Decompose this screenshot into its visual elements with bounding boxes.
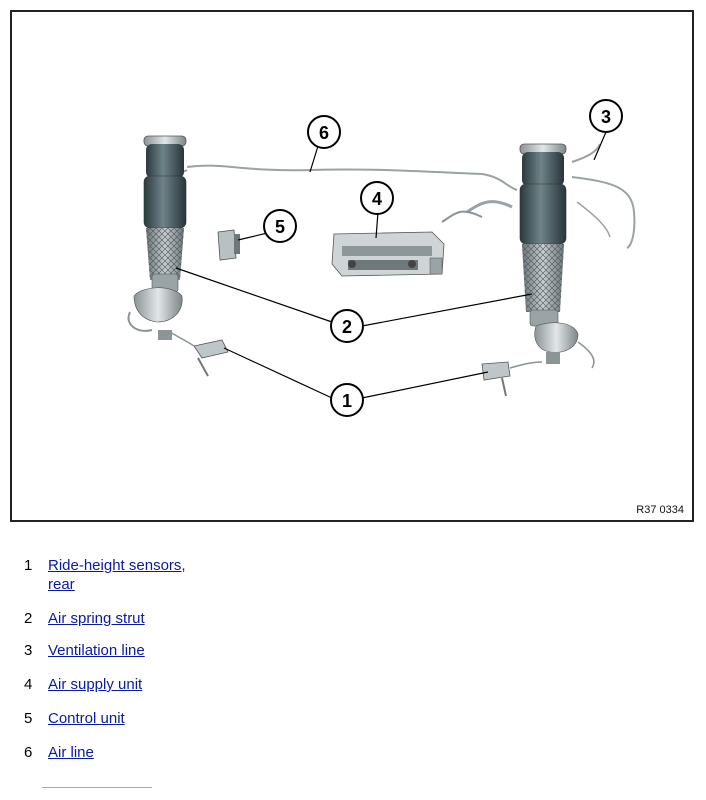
diagram-figure: 6 3 4 5 2 1 R37 0334 bbox=[10, 10, 694, 522]
legend-label-continued: rear bbox=[48, 576, 75, 593]
legend-item-2: 2 Air spring strut bbox=[24, 609, 145, 628]
legend-number: 6 bbox=[24, 744, 33, 761]
ride-height-sensor-right bbox=[481, 361, 543, 397]
svg-text:3: 3 bbox=[601, 107, 611, 127]
callout-4: 4 bbox=[360, 181, 394, 215]
legend-item-1: 1 Ride-height sensors, rear bbox=[24, 556, 186, 594]
legend-link-air-line[interactable]: Air line bbox=[48, 744, 94, 761]
bottom-divider bbox=[42, 787, 152, 788]
legend-link-ventilation-line[interactable]: Ventilation line bbox=[48, 642, 145, 659]
diagram-illustration: 6 3 4 5 2 1 bbox=[127, 99, 636, 417]
legend-item-4: 4 Air supply unit bbox=[24, 675, 142, 694]
air-spring-strut-right bbox=[519, 143, 595, 369]
legend-link-ride-height-sensors[interactable]: Ride-height sensors, rear bbox=[48, 556, 186, 594]
legend-number: 1 bbox=[24, 557, 33, 574]
callout-5: 5 bbox=[263, 209, 297, 243]
svg-text:1: 1 bbox=[342, 391, 352, 411]
leader-lines bbox=[175, 131, 607, 399]
figure-code: R37 0334 bbox=[636, 504, 684, 516]
svg-text:6: 6 bbox=[319, 123, 329, 143]
ventilation-line bbox=[571, 176, 636, 249]
legend-number: 5 bbox=[24, 710, 33, 727]
legend-item-3: 3 Ventilation line bbox=[24, 641, 145, 660]
svg-text:2: 2 bbox=[342, 317, 352, 337]
legend-link-air-supply-unit[interactable]: Air supply unit bbox=[48, 676, 143, 693]
air-spring-strut-left bbox=[127, 135, 187, 340]
svg-text:5: 5 bbox=[275, 217, 285, 237]
callout-1: 1 bbox=[330, 383, 364, 417]
ride-height-sensor-left bbox=[169, 331, 229, 377]
air-line bbox=[186, 164, 518, 191]
callout-2: 2 bbox=[330, 309, 364, 343]
callout-6: 6 bbox=[307, 115, 341, 149]
air-supply-unit bbox=[331, 231, 445, 277]
legend-item-5: 5 Control unit bbox=[24, 709, 125, 728]
svg-text:4: 4 bbox=[372, 189, 382, 209]
legend-label: Ride-height sensors, bbox=[48, 557, 186, 574]
callout-3: 3 bbox=[589, 99, 623, 133]
legend-number: 3 bbox=[24, 642, 33, 659]
legend-link-control-unit[interactable]: Control unit bbox=[48, 710, 125, 727]
legend-number: 2 bbox=[24, 610, 33, 627]
legend-number: 4 bbox=[24, 676, 33, 693]
legend-item-6: 6 Air line bbox=[24, 743, 94, 762]
legend-link-air-spring-strut[interactable]: Air spring strut bbox=[48, 610, 145, 627]
control-unit bbox=[217, 229, 240, 261]
